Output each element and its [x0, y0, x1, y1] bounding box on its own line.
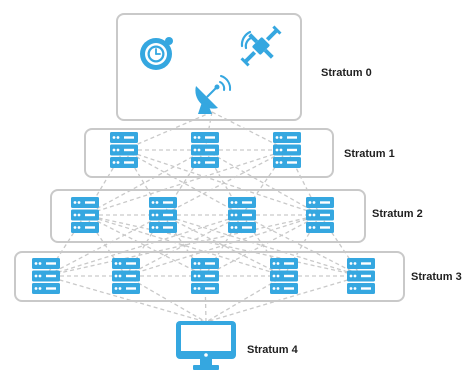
stratum-2-server-icon	[306, 197, 334, 233]
stratum-3-server-icon	[112, 258, 140, 294]
connection-line	[204, 214, 321, 277]
stratum-0-box	[116, 13, 302, 121]
connection-line	[123, 149, 243, 216]
satellite-dish-icon	[195, 75, 232, 114]
connection-line	[286, 149, 321, 216]
stratum-3-server-icon	[270, 258, 298, 294]
satellite-icon	[240, 25, 282, 67]
stratum-2-label: Stratum 2	[372, 208, 423, 220]
stratum-3-server-icon	[347, 258, 375, 294]
stratum-1-box	[84, 128, 334, 178]
connection-line	[211, 111, 288, 151]
stratum-3-label: Stratum 3	[411, 271, 462, 283]
stratum-2-server-icon	[71, 197, 99, 233]
stratum-4-label: Stratum 4	[247, 344, 298, 356]
connection-line	[123, 111, 213, 151]
connection-line	[162, 149, 288, 216]
stratum-1-label: Stratum 1	[344, 148, 395, 160]
stratum-0-label: Stratum 0	[321, 67, 372, 79]
connection-line	[204, 149, 321, 216]
stratum-3-server-icon	[191, 258, 219, 294]
connection-line	[125, 214, 243, 277]
connection-line	[45, 214, 86, 277]
stratum-1-server-icon	[191, 132, 219, 168]
stratum-1-server-icon	[110, 132, 138, 168]
stratum-1-server-icon	[273, 132, 301, 168]
connection-line	[45, 214, 243, 277]
connection-line	[84, 149, 288, 216]
stratum-2-server-icon	[228, 197, 256, 233]
connection-line	[125, 214, 321, 277]
stratum-3-box	[14, 251, 405, 302]
stratum-3-server-icon	[32, 258, 60, 294]
connection-line	[319, 214, 362, 277]
connection-line	[204, 149, 243, 216]
connection-line	[84, 149, 206, 216]
connection-line	[45, 214, 321, 277]
atomic-clock-icon	[140, 37, 173, 70]
connection-line	[205, 275, 362, 323]
monitor-icon	[176, 321, 236, 370]
connection-line	[162, 214, 285, 277]
stratum-2-server-icon	[149, 197, 177, 233]
connection-line	[84, 214, 206, 277]
stratum-2-box	[50, 189, 366, 243]
connection-line	[45, 214, 164, 277]
